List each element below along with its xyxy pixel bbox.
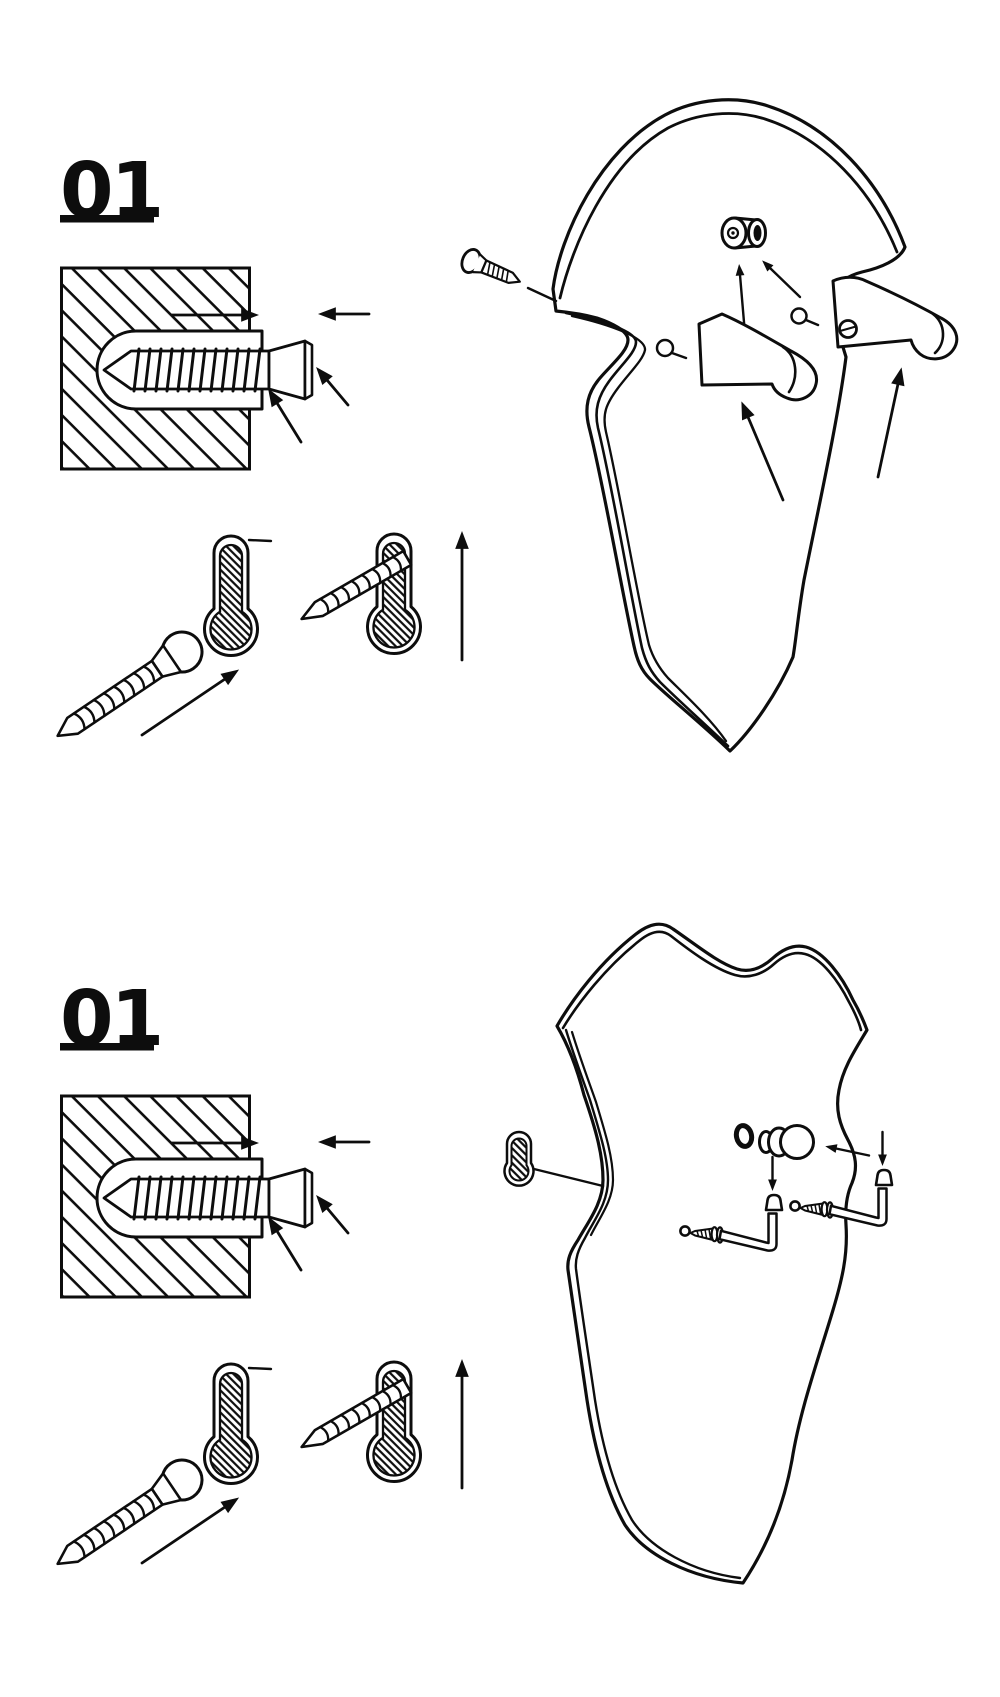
arrow-to-hook-icon [876, 367, 905, 479]
backboard-edge-line [570, 1030, 615, 1237]
step-underline [60, 215, 154, 223]
backboard-edge-line [558, 112, 899, 300]
step-panel-1: 01 [46, 98, 959, 753]
peg-hole-icon [733, 1123, 755, 1149]
wedge-hook-icon [697, 312, 819, 402]
arched-backboard-icon [457, 98, 959, 753]
screw-position-symbol-icon [655, 338, 688, 360]
keyhole-marker-icon [503, 1130, 535, 1187]
step-panel-2: 01 [46, 922, 892, 1585]
arrow-to-hook-icon [741, 401, 785, 502]
screw-position-symbol-icon [790, 307, 820, 327]
step-underline [60, 1043, 154, 1051]
arrow-to-sleeve-icon [762, 260, 802, 299]
leader-line [526, 286, 558, 303]
step-number: 01 [60, 975, 161, 1064]
leader-line [532, 1167, 605, 1188]
backboard-outline [551, 98, 907, 753]
arrow-to-knob-icon [825, 1144, 871, 1157]
round-knob-icon [758, 1124, 815, 1160]
backboard-edge-line [564, 311, 730, 748]
spacer-sleeve-icon [720, 216, 767, 250]
step-number: 01 [60, 147, 161, 236]
backboard-edge-line [561, 930, 863, 1032]
wedge-hook-icon [831, 275, 959, 361]
backboard-outline [555, 922, 869, 1585]
backboard-edge-line [570, 314, 728, 743]
backboard-edge-line [564, 1028, 742, 1580]
scalloped-backboard-icon [503, 922, 892, 1585]
